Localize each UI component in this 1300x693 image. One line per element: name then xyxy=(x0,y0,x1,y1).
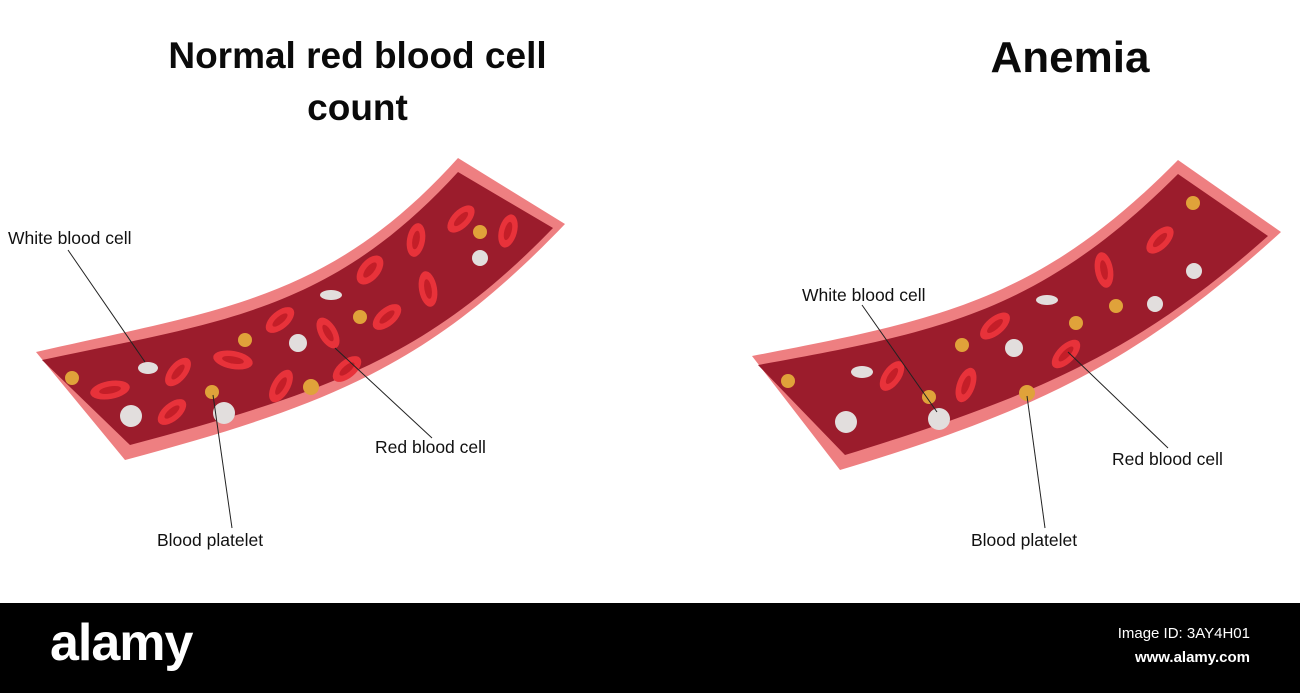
leader-lines xyxy=(67,249,1169,529)
label-white-blood-cell: White blood cell xyxy=(8,228,132,248)
red-blood-cell xyxy=(498,214,518,248)
red-blood-cell xyxy=(316,317,340,349)
cells-anemia xyxy=(781,196,1202,433)
red-blood-cell xyxy=(1094,252,1114,288)
white-blood-cell xyxy=(835,411,857,433)
red-blood-cell xyxy=(165,357,191,387)
blood-platelet xyxy=(781,374,795,388)
blood-platelet xyxy=(1019,385,1035,401)
vessel-normal xyxy=(36,158,565,460)
red-blood-cell xyxy=(879,361,905,391)
blood-platelet xyxy=(238,333,252,347)
label-white-blood-cell: White blood cell xyxy=(802,285,926,305)
website-url: www.alamy.com xyxy=(1134,649,1250,666)
white-blood-cell xyxy=(289,334,307,352)
white-blood-cell xyxy=(1147,296,1163,312)
blood-platelet xyxy=(922,390,936,404)
red-blood-cell xyxy=(90,380,130,400)
label-blood-platelet: Blood platelet xyxy=(971,530,1078,550)
white-blood-cell xyxy=(1036,295,1058,305)
title-anemia: Anemia xyxy=(990,33,1150,82)
red-blood-cell xyxy=(980,312,1010,340)
white-blood-cell xyxy=(472,250,488,266)
red-blood-cell xyxy=(1051,339,1081,369)
blood-platelet xyxy=(1069,316,1083,330)
label-red-blood-cell: Red blood cell xyxy=(375,437,486,457)
vessel-anemia xyxy=(752,160,1281,470)
white-blood-cell xyxy=(851,366,873,378)
red-blood-cell xyxy=(955,367,977,403)
white-blood-cell xyxy=(213,402,235,424)
footer-bar: alamy Image ID: 3AY4H01 www.alamy.com xyxy=(0,603,1300,693)
vessel-interior xyxy=(758,174,1268,455)
red-blood-cell xyxy=(372,304,402,330)
label-red-blood-cell: Red blood cell xyxy=(1112,449,1223,469)
red-blood-cell xyxy=(406,223,426,257)
leader-line xyxy=(334,347,433,439)
red-blood-cell xyxy=(213,350,253,370)
red-blood-cell xyxy=(356,255,384,285)
leader-line xyxy=(861,304,938,413)
blood-platelet xyxy=(353,310,367,324)
label-blood-platelet: Blood platelet xyxy=(157,530,264,550)
red-blood-cell xyxy=(269,369,293,403)
blood-platelet xyxy=(955,338,969,352)
red-blood-cell xyxy=(447,205,475,233)
red-blood-cell xyxy=(418,271,438,307)
blood-platelet xyxy=(205,385,219,399)
blood-platelet xyxy=(303,379,319,395)
image-id: Image ID: 3AY4H01 xyxy=(1117,625,1250,642)
red-blood-cell xyxy=(332,356,362,382)
white-blood-cell xyxy=(120,405,142,427)
white-blood-cell xyxy=(1005,339,1023,357)
leader-line xyxy=(1067,351,1169,449)
red-blood-cell xyxy=(265,307,295,333)
blood-platelet xyxy=(65,371,79,385)
blood-vessel-diagram xyxy=(36,158,1281,529)
white-blood-cell xyxy=(320,290,342,300)
title-normal: Normal red blood cell count xyxy=(168,35,547,128)
cells-normal xyxy=(65,205,518,427)
leader-line xyxy=(67,249,146,363)
leader-line xyxy=(212,394,233,529)
blood-platelet xyxy=(1109,299,1123,313)
blood-platelet xyxy=(473,225,487,239)
white-blood-cell xyxy=(928,408,950,430)
red-blood-cell xyxy=(157,399,187,425)
white-blood-cell xyxy=(1186,263,1202,279)
white-blood-cell xyxy=(138,362,158,374)
blood-platelet xyxy=(1186,196,1200,210)
leader-line xyxy=(1026,395,1046,529)
alamy-logo: alamy xyxy=(50,614,193,672)
red-blood-cell xyxy=(1146,226,1174,254)
